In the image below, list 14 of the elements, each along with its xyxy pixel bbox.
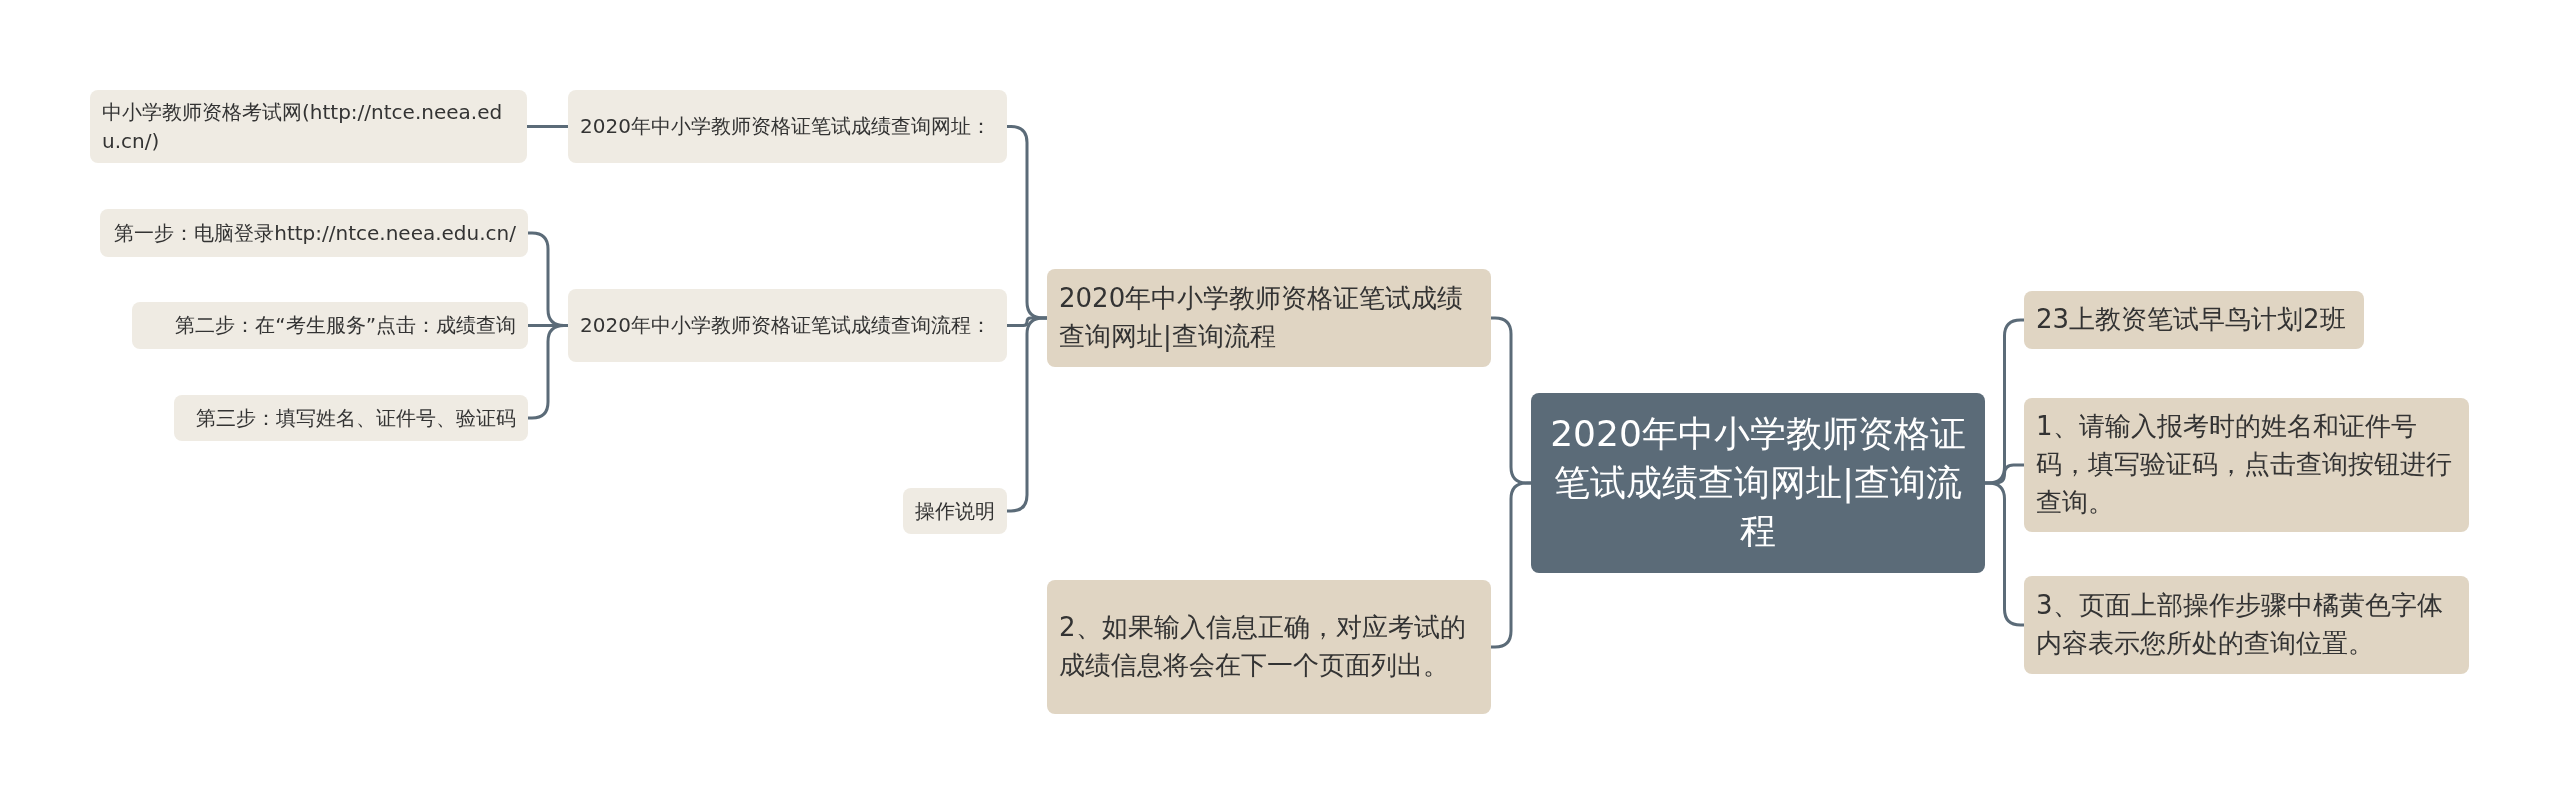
- topic-box: 2020年中小学教师资格证笔试成绩查询网址|查询流程: [1047, 269, 1491, 367]
- topic-box: 23上教资笔试早鸟计划2班: [2024, 291, 2364, 349]
- connector-line: [527, 125, 568, 128]
- subtopic-box: 第二步：在“考生服务”点击：成绩查询: [132, 302, 528, 349]
- topic-box: 1、请输入报考时的姓名和证件号码，填写验证码，点击查询按钮进行查询。: [2024, 398, 2469, 532]
- subtopic-box: 操作说明: [903, 488, 1007, 534]
- subtopic-box: 中小学教师资格考试网(http://ntce.neea.edu.cn/): [90, 90, 527, 163]
- topic-box: 3、页面上部操作步骤中橘黄色字体内容表示您所处的查询位置。: [2024, 576, 2469, 674]
- subtopic-box: 第一步：电脑登录http://ntce.neea.edu.cn/: [100, 209, 528, 257]
- subtopic-box: 2020年中小学教师资格证笔试成绩查询流程：: [568, 289, 1007, 362]
- subtopic-box: 第三步：填写姓名、证件号、验证码: [174, 395, 528, 441]
- subtopic-box: 2020年中小学教师资格证笔试成绩查询网址：: [568, 90, 1007, 163]
- topic-box: 2、如果输入信息正确，对应考试的成绩信息将会在下一个页面列出。: [1047, 580, 1491, 714]
- central-topic-box: 2020年中小学教师资格证笔试成绩查询网址|查询流程: [1531, 393, 1985, 573]
